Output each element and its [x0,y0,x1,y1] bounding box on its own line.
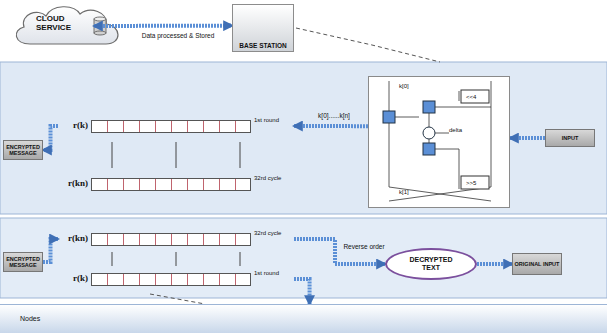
flow-arrow [294,279,310,304]
flow-arrow [477,262,512,266]
message-box: ENCRYPTED MESSAGE [3,140,43,160]
output-box: ORIGINAL INPUT [512,253,562,275]
decryption-panel [0,218,607,298]
round-label: 32rd cycle [251,175,281,182]
cipher-term: delta [449,127,462,134]
node-text: CLOUD SERVICE [36,15,84,33]
flow-arrow [43,239,58,262]
feistel-network [369,77,511,209]
register-cells [91,233,251,246]
round-row: r(kn) 32rd cycle [58,175,294,193]
cipher-term: <<4 [466,94,476,101]
register-cells [91,178,251,191]
node-text: Nodes [20,315,40,323]
cipher-term: k[1] [399,189,409,196]
edge-label: Data processed & Stored [132,32,224,39]
input-box: INPUT [545,129,595,147]
feistel-box: k[0] <<4 delta >>5 k[1] [368,76,510,208]
flow-arrow [294,124,368,128]
round-key: r(kn) [58,234,91,244]
round-label: 1st round [251,117,279,124]
round-label: 32rd cycle [251,230,281,237]
encryption-panel [0,62,607,214]
flow-arrow [94,24,232,28]
round-row: r(k) 1st round [58,117,294,135]
round-key: r(kn) [58,179,91,189]
message-box: ENCRYPTED MESSAGE [3,252,43,272]
cloud-shape [16,7,118,44]
round-key: r(k) [58,274,91,284]
cipher-term: >>5 [466,180,476,187]
edge-label: k[0]......k[n] [302,112,366,119]
node-text: ENCRYPTED MESSAGE [5,256,41,268]
node-text: INPUT [562,135,579,141]
round-key: r(k) [58,121,91,131]
round-label: 1st round [251,270,279,277]
edge-label: Reverse order [341,243,387,250]
cipher-term: k[0] [399,83,409,90]
node-text: DECRYPTED TEXT [405,256,457,271]
register-cells [91,120,251,133]
continuation-bars [112,142,240,266]
dashed-link [296,28,440,62]
flow-arrow [510,136,545,140]
flow-arrow [43,126,58,150]
nodes-band: Nodes [0,304,607,333]
dashed-link [150,294,205,304]
round-row: r(kn) 32rd cycle [58,230,294,248]
node-text: ORIGINAL INPUT [515,261,560,267]
round-row: r(k) 1st round [58,270,294,288]
decrypted-ellipse: DECRYPTED TEXT [385,248,477,280]
node-text: ENCRYPTED MESSAGE [5,144,41,156]
node-text: BASE STATION [239,42,286,49]
cloud-service: CLOUD SERVICE [18,4,94,44]
base-station: BASE STATION [232,4,294,52]
register-cells [91,273,251,286]
